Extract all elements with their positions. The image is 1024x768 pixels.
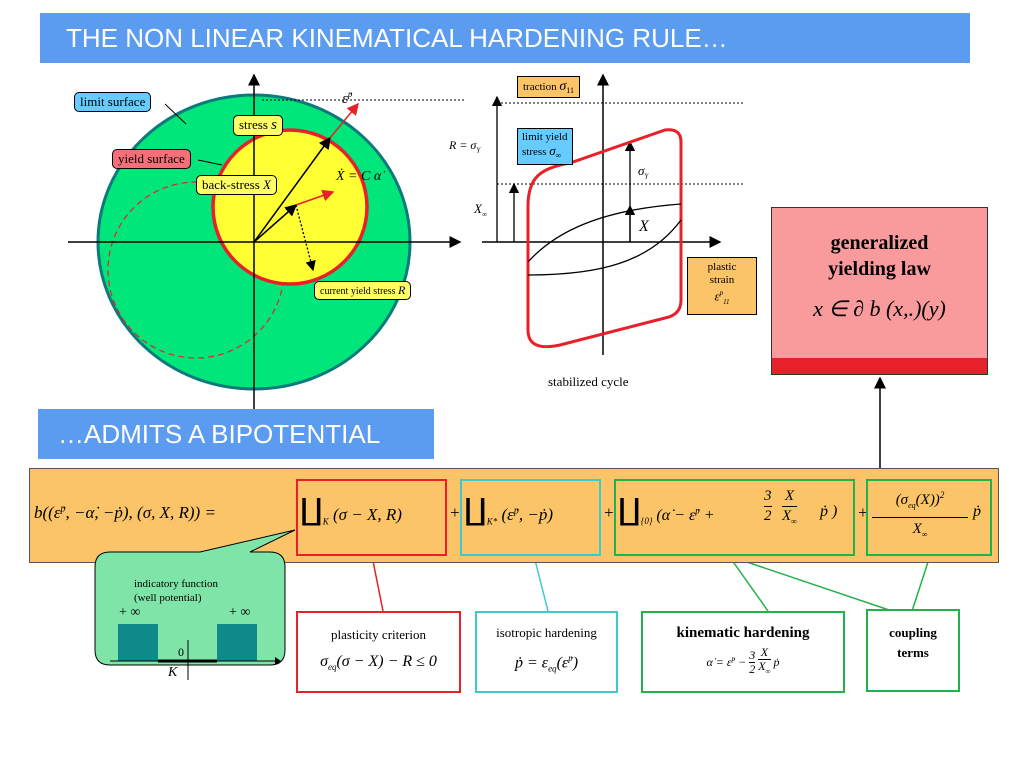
coupling-term-end: ṗ	[973, 503, 981, 520]
generalized-title-line1: generalized	[830, 232, 929, 254]
backstress-curve-lower	[527, 219, 682, 276]
plus-2: +	[603, 503, 615, 522]
plus-3: +	[857, 503, 869, 522]
back-stress-callout: back-stress X	[196, 175, 277, 195]
back-stress-vector	[253, 204, 298, 243]
plus-1: +	[449, 503, 461, 522]
kinematic-term-box	[614, 479, 855, 556]
generalized-formula: x ∈ ∂ b (x,.)(y)	[813, 296, 946, 321]
coupling-fraction: (σeq(X))2 X∞	[872, 484, 968, 546]
subtitle-banner: …ADMITS A BIPOTENTIAL	[38, 409, 434, 459]
generalized-yielding-law-box: generalized yielding law x ∈ ∂ b (x,.)(y…	[771, 207, 988, 375]
coupling-terms-box: coupling terms	[866, 609, 960, 692]
indicatory-function-text: indicatory function (well potential)	[134, 578, 219, 604]
stress-callout: stress s	[233, 115, 283, 136]
plastic-strain-rate-vector	[329, 102, 359, 139]
plasticity-criterion-box: plasticity criterion σeq(σ − X) − R ≤ 0	[296, 611, 461, 693]
back-stress-label: back-stress	[202, 177, 260, 192]
kinematic-term-end: ṗ )	[820, 503, 838, 520]
plasticity-criterion-title: plasticity criterion	[331, 627, 426, 642]
current-yield-symbol: R	[398, 283, 406, 297]
stress-label: stress	[239, 117, 268, 132]
kinematic-hardening-box: kinematic hardening α̇ = ε̇p − 3 2 X X∞ …	[641, 611, 845, 693]
kinematic-term: ∐{0} (α̇ − ε̇p +	[618, 494, 715, 527]
isotropic-hardening-box: isotropic hardening ṗ = εeq(ε̇p)	[475, 611, 618, 693]
yield-radius-indicator	[295, 204, 316, 272]
x-infinity-label: X∞	[474, 201, 487, 219]
coupling-term-box	[866, 479, 992, 556]
r-equals-sigma-y: R = σY	[449, 138, 481, 155]
x-label: X	[639, 218, 649, 235]
bipotential-equation-panel	[29, 468, 999, 563]
generalized-title-line2: yielding law	[828, 258, 931, 280]
well-k: K	[168, 665, 178, 680]
stress-vector	[253, 136, 331, 243]
conjugate-indicator-term-box	[460, 479, 601, 556]
isotropic-hardening-formula: ṗ = εeq(ε̇p)	[514, 653, 579, 674]
plastic-strain-rate-label: ε̇p	[342, 89, 353, 107]
indicator-term-box	[296, 479, 447, 556]
limit-surface-callout: limit surface	[74, 92, 152, 112]
isotropic-hardening-title: isotropic hardening	[496, 625, 597, 640]
current-yield-stress-callout: current yield stress R	[314, 281, 412, 300]
page-title: THE NON LINEAR KINEMATICAL HARDENING RUL…	[40, 13, 970, 63]
plus-infinity-right: + ∞	[229, 605, 251, 620]
kinematic-fraction-3-2: 3 2	[764, 488, 772, 524]
coupling-line1: coupling	[889, 625, 937, 640]
xdot-equation: Ẋ = C α̇	[336, 169, 382, 184]
kinematic-hardening-formula: α̇ = ε̇p − 3 2 X X∞ ṗ	[706, 645, 780, 676]
plastic-strain-label: plastic strain εp11	[687, 257, 757, 315]
conjugate-indicator-term: ∐K* (ε̇p, −ṗ)	[464, 494, 553, 527]
back-stress-symbol: X	[263, 177, 271, 192]
well-zero: 0	[178, 645, 184, 659]
plus-infinity-left: + ∞	[119, 605, 141, 620]
stabilized-cycle-caption: stabilized cycle	[548, 374, 629, 389]
kinematic-hardening-title: kinematic hardening	[676, 625, 810, 641]
sigma-y-label: σY	[638, 163, 649, 181]
yield-surface-callout: yield surface	[112, 149, 191, 169]
plasticity-criterion-formula: σeq(σ − X) − R ≤ 0	[320, 653, 437, 673]
stress-symbol: s	[271, 117, 277, 133]
bipotential-lhs: b((ε̇p, −α̇, −ṗ), (σ, X, R)) =	[34, 503, 216, 522]
backstress-curve-upper	[527, 203, 682, 263]
backstress-rate-vector	[295, 189, 335, 206]
coupling-line2: terms	[897, 645, 929, 660]
indicatory-callout-shape	[94, 529, 296, 680]
kinematic-fraction-x: X X∞	[782, 488, 797, 526]
yield-surface-circle	[211, 128, 369, 286]
current-yield-label: current yield stress	[320, 286, 396, 297]
traction-label: traction σ11	[517, 76, 580, 99]
generalized-red-strip	[772, 358, 987, 374]
indicator-term: ∐K (σ − X, R)	[300, 494, 402, 527]
limit-yield-stress-label: limit yield stress σ∞	[517, 128, 573, 166]
